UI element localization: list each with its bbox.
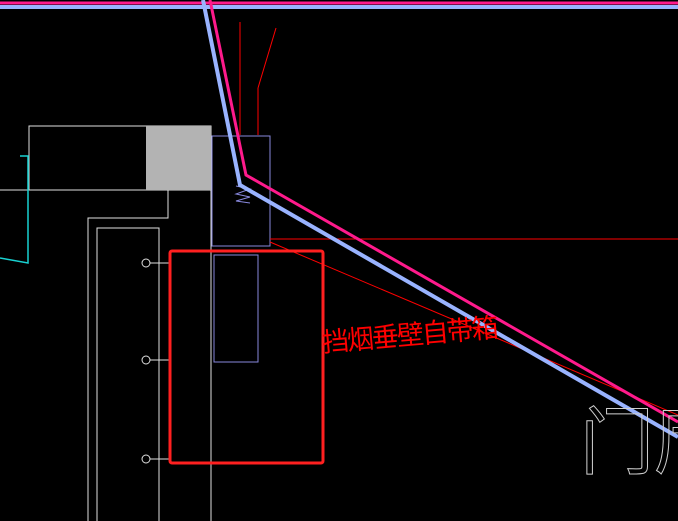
highlight-box — [168, 249, 325, 465]
smoke-curtain-panel — [213, 254, 259, 363]
hanger-marker-2 — [141, 355, 170, 365]
smoke-curtain-housing — [211, 135, 271, 247]
duct-blue-line — [201, 0, 678, 439]
red-thin-diagonal-line — [269, 241, 678, 416]
duct-magenta-line — [208, 0, 678, 424]
hanger-marker-3 — [141, 454, 170, 464]
outer-frame-outline — [87, 190, 169, 521]
gray-filled-block — [146, 126, 211, 190]
hanger-marker-1 — [141, 258, 170, 268]
red-leader-line-diagonal — [257, 27, 277, 89]
cyan-wall-outline — [0, 155, 29, 264]
room-label-partial: 门厅 — [580, 400, 678, 486]
inner-frame-outline — [96, 227, 160, 521]
smoke-curtain-annotation: 挡烟垂壁自带箱 — [321, 313, 499, 359]
